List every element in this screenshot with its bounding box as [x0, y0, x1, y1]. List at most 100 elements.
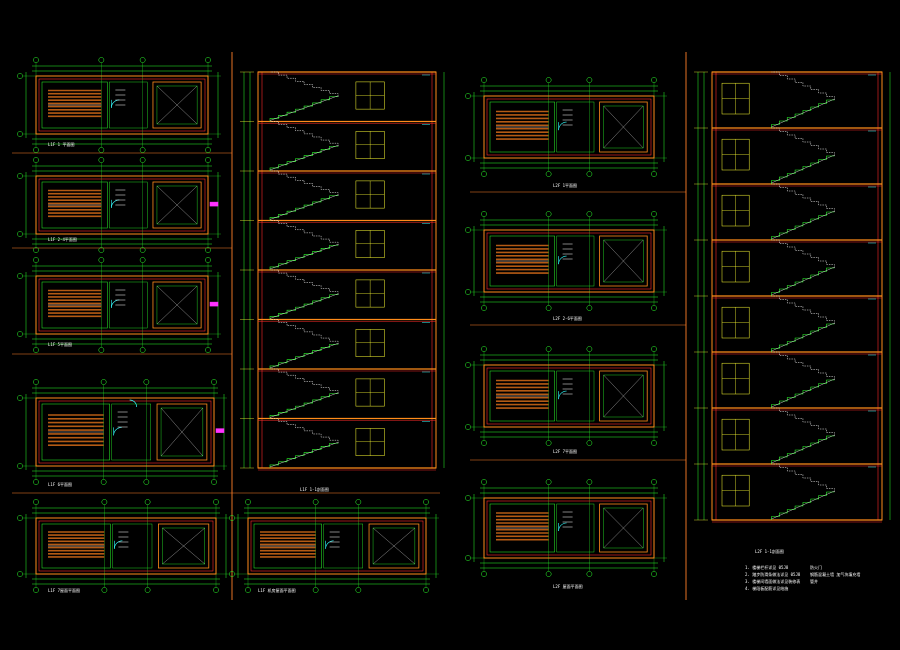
axis-bubble [205, 57, 211, 63]
axis-bubble [17, 173, 23, 179]
plan-6-drawing [229, 499, 439, 593]
axis-bubble [98, 247, 105, 253]
stair-flight [269, 96, 339, 122]
axis-bubble [205, 347, 211, 353]
stair-flight [771, 99, 835, 128]
rplan-4-drawing [465, 479, 667, 577]
axis-bubble [205, 157, 211, 163]
axis-bubble [229, 515, 235, 521]
axis-bubble [586, 479, 593, 485]
axis-bubble [143, 379, 150, 385]
stair-flight [269, 393, 339, 419]
left-floor-plans [17, 57, 439, 593]
axis-bubble [545, 479, 552, 485]
axis-bubble [481, 440, 487, 446]
caption-plan-1: L1F 1 平面图 [48, 141, 74, 147]
axis-bubble [545, 346, 552, 352]
stair-flight [269, 145, 339, 171]
axis-bubble [586, 171, 593, 177]
axis-bubble [545, 211, 552, 217]
stair-flight [269, 244, 339, 270]
axis-bubble [139, 157, 146, 163]
axis-bubble [481, 571, 487, 577]
stair-flight [270, 170, 339, 196]
stair-flight [269, 442, 339, 468]
axis-bubble [213, 587, 219, 593]
axis-bubble [205, 247, 211, 253]
axis-bubble [586, 346, 593, 352]
note-2: 2. 踏步防滑条做法详见 05J8 [745, 571, 801, 577]
caption-rplan-4: L2F 屋面平面图 [553, 583, 583, 589]
axis-bubble [545, 571, 552, 577]
axis-bubble [101, 587, 108, 593]
axis-bubble [651, 346, 657, 352]
note-3: 3. 楼梯间墙面做法详见装修表 [745, 578, 800, 584]
axis-bubble [100, 379, 107, 385]
plan-5-drawing [17, 499, 229, 593]
axis-bubble [213, 499, 219, 505]
stair-flight [771, 463, 835, 492]
stair-flight [771, 183, 835, 212]
plan-captions: L1F 1 平面图 L1F 2-4平面图 L1F 5平面图 L1F 6平面图 L… [48, 141, 784, 593]
axis-bubble [17, 463, 23, 469]
stair-flight [269, 195, 339, 221]
stair-flight [771, 351, 835, 380]
axis-bubble [651, 440, 657, 446]
plan-1-drawing [17, 57, 221, 153]
axis-bubble [465, 227, 471, 233]
axis-bubble [33, 247, 39, 253]
rplan-3-drawing [465, 346, 667, 446]
stair-flight [270, 220, 339, 246]
axis-bubble [245, 587, 251, 593]
axis-bubble [465, 555, 471, 561]
axis-bubble [139, 247, 146, 253]
axis-bubble [465, 93, 471, 99]
axis-bubble [465, 289, 471, 295]
stair-flight [771, 435, 835, 464]
axis-bubble [586, 77, 593, 83]
axis-bubble [481, 211, 487, 217]
stair-flight [771, 71, 835, 100]
axis-bubble [33, 257, 39, 263]
axis-bubble [651, 211, 657, 217]
stair-flight [771, 267, 835, 296]
axis-bubble [17, 231, 23, 237]
axis-bubble [586, 571, 593, 577]
note-4: 4. 梯段板配筋详见结施 [745, 585, 788, 591]
legend-wall: 钢筋混凝土墙 加气块填充墙 [810, 571, 860, 577]
axis-bubble [465, 362, 471, 368]
stair-flight [771, 491, 835, 520]
axis-bubble [229, 571, 235, 577]
caption-plan-2: L1F 2-4平面图 [48, 236, 77, 242]
axis-bubble [98, 147, 105, 153]
axis-bubble [17, 331, 23, 337]
axis-bubble [586, 440, 593, 446]
axis-bubble [33, 379, 39, 385]
plan-3-drawing [17, 257, 221, 353]
axis-bubble [312, 499, 319, 505]
axis-bubble [465, 424, 471, 430]
stair-flight [270, 121, 339, 147]
axis-bubble [100, 479, 107, 485]
caption-plan-3: L1F 5平面图 [48, 341, 72, 347]
legend: 防火门 钢筋混凝土墙 加气块填充墙 管井 [810, 564, 860, 584]
axis-bubble [355, 499, 362, 505]
axis-bubble [651, 171, 657, 177]
note-1: 1. 楼梯栏杆详见 05J8 [745, 564, 789, 570]
axis-bubble [465, 155, 471, 161]
axis-bubble [98, 57, 105, 63]
rplan-2-drawing [465, 211, 667, 311]
caption-left-section: L1F 1-1剖面图 [300, 486, 329, 492]
axis-bubble [17, 515, 23, 521]
axis-bubble [33, 499, 39, 505]
axis-bubble [205, 147, 211, 153]
axis-bubble [651, 77, 657, 83]
axis-bubble [33, 587, 39, 593]
axis-bubble [586, 211, 593, 217]
caption-plan-5: L1F 7屋面平面图 [48, 587, 80, 593]
axis-bubble [586, 305, 593, 311]
axis-bubble [139, 57, 146, 63]
axis-bubble [651, 479, 657, 485]
caption-right-section: L2F 1-1剖面图 [755, 548, 784, 554]
